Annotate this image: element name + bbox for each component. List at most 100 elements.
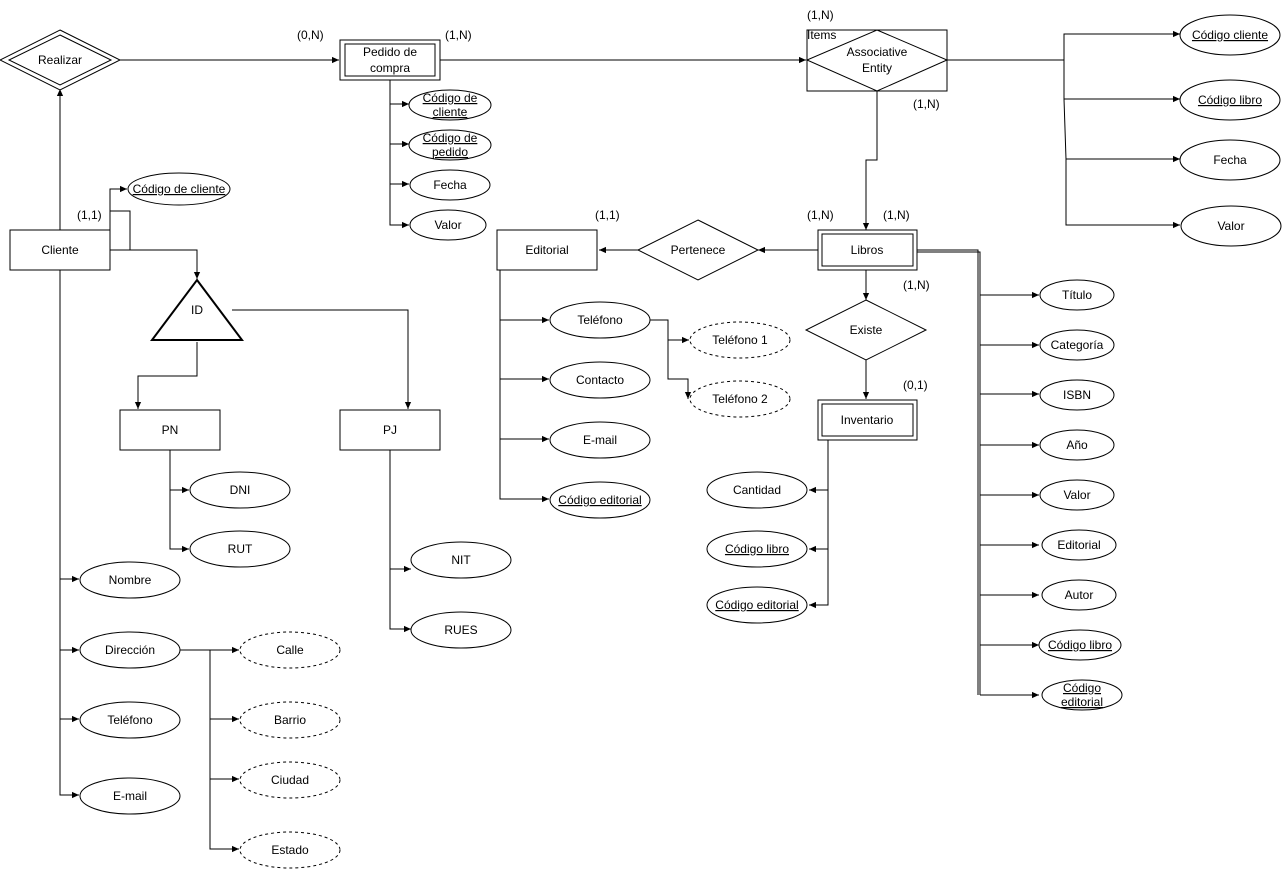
attr-pedido-codigo-pedido[interactable]: Código de pedido [408, 129, 492, 161]
attr-direccion-ciudad[interactable]: Ciudad [239, 761, 341, 799]
attr-text: DNI [230, 483, 251, 497]
attr-text: Teléfono 1 [712, 333, 768, 347]
edge-id-pj [232, 309, 412, 409]
attr-text: Dirección [105, 643, 155, 657]
attr-pn-rut[interactable]: RUT [189, 530, 291, 568]
edge-pn-dni [169, 450, 189, 494]
edge-inv-codeditorial [809, 549, 829, 609]
edge-cliente-codigo-b [110, 210, 131, 250]
attr-libros-codigo-editorial[interactable]: Código editorial [1041, 679, 1123, 711]
edge-ed-contacto [499, 320, 549, 383]
edge-ed-email [499, 379, 549, 443]
attr-libros-anio[interactable]: Año [1039, 429, 1115, 461]
entity-libros[interactable]: Libros [817, 229, 918, 271]
attr-inventario-codigo-editorial[interactable]: Código editorial [706, 586, 808, 624]
edge-cliente-direccion [59, 579, 79, 654]
edge-cliente-telefono [59, 650, 79, 723]
entity-pn-label: PN [162, 423, 179, 437]
entity-pj-label: PJ [383, 423, 397, 437]
entity-inventario[interactable]: Inventario [817, 399, 918, 441]
attr-text: Código de [423, 91, 478, 105]
edge-pj-nit [389, 450, 411, 573]
attr-text: Código de [423, 131, 478, 145]
attr-pn-dni[interactable]: DNI [189, 471, 291, 509]
attr-pj-rues[interactable]: RUES [410, 611, 512, 649]
entity-libros-label: Libros [851, 243, 884, 257]
attr-text: Código libro [1198, 93, 1262, 107]
entity-pn[interactable]: PN [119, 409, 221, 451]
attr-items-codigo-cliente[interactable]: Código cliente [1179, 14, 1281, 56]
attr-cliente-telefono[interactable]: Teléfono [79, 701, 181, 739]
specialization-id[interactable]: ID [150, 278, 244, 341]
attr-text: Fecha [1213, 153, 1247, 167]
edge-dir-barrio [209, 650, 239, 723]
relationship-pertenece[interactable]: Pertenece [636, 219, 760, 281]
attr-cliente-codigo[interactable]: Código de cliente [127, 172, 231, 206]
attr-editorial-contacto[interactable]: Contacto [549, 361, 651, 399]
attr-pedido-valor[interactable]: Valor [409, 209, 487, 241]
relationship-realizar[interactable]: Realizar [0, 29, 122, 91]
entity-items-associative[interactable]: Items Associative Entity [805, 28, 949, 92]
attr-text: E-mail [113, 789, 147, 803]
attr-pj-nit[interactable]: NIT [410, 541, 512, 579]
attr-direccion-calle[interactable]: Calle [239, 631, 341, 669]
attr-libros-titulo[interactable]: Título [1039, 279, 1115, 311]
attr-inventario-cantidad[interactable]: Cantidad [706, 471, 808, 509]
attr-items-codigo-libro[interactable]: Código libro [1179, 79, 1281, 121]
attr-text: Calle [276, 643, 304, 657]
entity-items-assoc-1: Associative [847, 45, 908, 59]
attr-direccion-estado[interactable]: Estado [239, 831, 341, 869]
attr-cliente-nombre[interactable]: Nombre [79, 561, 181, 599]
attr-libros-valor[interactable]: Valor [1039, 479, 1115, 511]
edge-libros-bus [917, 249, 979, 695]
card-realizar-pedido: (0,N) [297, 28, 324, 42]
entity-cliente[interactable]: Cliente [9, 229, 111, 271]
attr-items-valor[interactable]: Valor [1180, 205, 1282, 247]
attr-items-fecha[interactable]: Fecha [1179, 139, 1281, 181]
attr-text: Código editorial [558, 493, 641, 507]
attr-libros-autor[interactable]: Autor [1041, 579, 1117, 611]
edge-tel-2 [667, 340, 692, 399]
relationship-realizar-label: Realizar [38, 53, 82, 67]
attr-inventario-codigo-libro[interactable]: Código libro [706, 530, 808, 568]
attr-text: Teléfono 2 [712, 392, 768, 406]
edge-dir-estado [209, 779, 239, 853]
edge-pj-rues [389, 569, 411, 633]
attr-libros-categoria[interactable]: Categoría [1039, 329, 1115, 361]
entity-editorial[interactable]: Editorial [496, 229, 598, 271]
attr-editorial-codigo[interactable]: Código editorial [549, 481, 651, 519]
edge-inv-codlibro [809, 490, 829, 553]
attr-text: Barrio [274, 713, 306, 727]
attr-editorial-telefono-1[interactable]: Teléfono 1 [689, 321, 791, 359]
attr-pedido-codigo-cliente[interactable]: Código de cliente [408, 89, 492, 121]
attr-text: Valor [1063, 488, 1090, 502]
edge-id-pn [134, 342, 198, 409]
card-inventario: (0,1) [903, 378, 928, 392]
attr-editorial-telefono-2[interactable]: Teléfono 2 [689, 380, 791, 418]
relationship-existe-label: Existe [850, 323, 883, 337]
attr-libros-codigo-libro[interactable]: Código libro [1038, 629, 1122, 661]
attr-pedido-fecha[interactable]: Fecha [409, 169, 491, 201]
attr-text: Código cliente [1192, 28, 1268, 42]
attr-text: E-mail [583, 433, 617, 447]
attr-text: ISBN [1063, 388, 1091, 402]
edge-ed-codigo [499, 439, 549, 503]
attr-libros-editorial[interactable]: Editorial [1041, 529, 1117, 561]
card-libros-left: (1,N) [807, 208, 834, 222]
attr-editorial-email[interactable]: E-mail [549, 421, 651, 459]
attr-cliente-email[interactable]: E-mail [79, 777, 181, 815]
attr-direccion-barrio[interactable]: Barrio [239, 701, 341, 739]
entity-pedido-de-compra[interactable]: Pedido de compra [339, 39, 441, 81]
entity-pj[interactable]: PJ [339, 409, 441, 451]
attr-editorial-telefono[interactable]: Teléfono [549, 301, 651, 339]
edge-pedido-attr1 [389, 80, 409, 108]
specialization-id-label: ID [191, 303, 203, 317]
edge-pn-rut [169, 490, 189, 553]
entity-pedido-label-2: compra [370, 61, 410, 75]
relationship-existe[interactable]: Existe [804, 299, 928, 361]
edge-items-libros [862, 91, 878, 230]
attr-libros-isbn[interactable]: ISBN [1039, 379, 1115, 411]
card-pedido-items: (1,N) [445, 28, 472, 42]
attr-cliente-direccion[interactable]: Dirección [79, 631, 181, 669]
